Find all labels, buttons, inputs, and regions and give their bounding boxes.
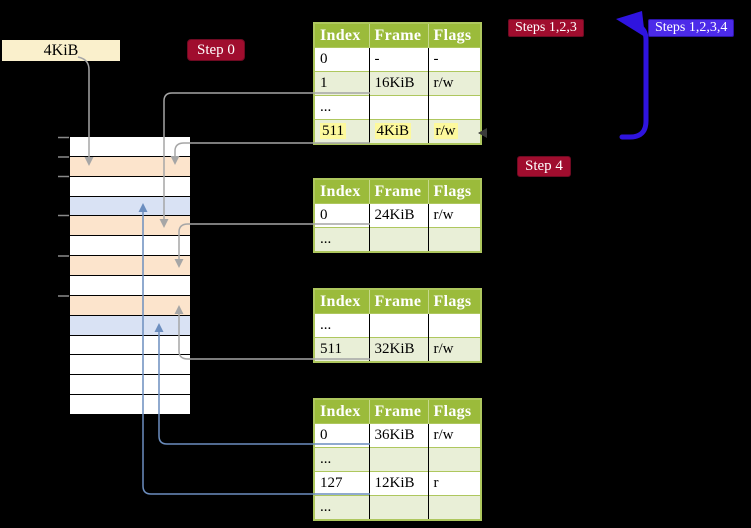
page-table-1: Index Frame Flags 0 - - 1 16KiB r/w ... … [313,22,482,145]
memory-row [70,375,190,396]
col-header-flags: Flags [427,289,481,314]
cell-flags: r/w [427,71,481,96]
cell-frame: 24KiB [368,203,428,228]
memory-row [70,196,190,217]
table-row: ... [314,313,481,338]
cell-index: 1 [314,71,369,96]
connector-pt1-row511-to-memory [170,142,370,165]
memory-row [70,176,190,197]
cell-index: 0 [314,423,369,448]
memory-column [70,137,190,415]
cell-flags: r/w [427,203,481,228]
table-row-highlighted: 511 4KiB r/w [314,119,481,144]
memory-row [70,156,190,177]
address-tick-marks [58,136,69,297]
step0-badge: Step 0 [187,39,245,61]
col-header-flags: Flags [427,23,481,48]
col-header-flags: Flags [427,179,481,204]
col-header-frame: Frame [368,179,428,204]
page-table-4: Index Frame Flags 0 36KiB r/w ... 127 12… [313,398,482,521]
memory-row [70,295,190,316]
memory-row [70,276,190,296]
cell-index: 511 [314,337,369,362]
cell-flags: r/w [427,423,481,448]
table-row: 511 32KiB r/w [314,337,481,362]
cell-frame [368,227,428,252]
table-header-row: Index Frame Flags [314,23,481,48]
cell-flags [427,447,481,472]
col-header-index: Index [314,179,369,204]
cell-index: ... [314,227,369,252]
cell-flags: r/w [427,337,481,362]
cell-index: ... [314,313,369,338]
col-header-index: Index [314,399,369,424]
table-row: ... [314,495,481,520]
table-header-row: Index Frame Flags [314,179,481,204]
memory-row [70,335,190,356]
table-row: 127 12KiB r [314,471,481,496]
cell-frame [368,495,428,520]
cell-flags: r/w [427,119,481,144]
col-header-frame: Frame [368,399,428,424]
table-header-row: Index Frame Flags [314,399,481,424]
col-header-index: Index [314,289,369,314]
memory-row [70,395,190,415]
steps123-badge: Steps 1,2,3 [508,19,584,37]
cell-index: ... [314,447,369,472]
frame-size-label: 4KiB [2,40,120,61]
cell-index: ... [314,495,369,520]
cell-flags [427,95,481,120]
step4-badge: Step 4 [517,156,571,177]
memory-row [70,236,190,257]
cell-flags [427,313,481,338]
col-header-frame: Frame [368,23,428,48]
cell-frame: 36KiB [368,423,428,448]
cell-flags [427,227,481,252]
cell-frame [368,313,428,338]
table-row: ... [314,227,481,252]
table-row: 0 24KiB r/w [314,203,481,228]
steps1234-badge: Steps 1,2,3,4 [648,19,735,37]
table-row: 0 - - [314,47,481,72]
table-row: 0 36KiB r/w [314,423,481,448]
cell-frame [368,95,428,120]
cell-index: 127 [314,471,369,496]
steps-flow-arrow [616,11,649,140]
memory-row [70,315,190,336]
cell-frame: 4KiB [368,119,428,144]
cell-index: ... [314,95,369,120]
cell-index: 0 [314,47,369,72]
cell-flags: - [427,47,481,72]
cell-index: 511 [314,119,369,144]
cell-flags [427,495,481,520]
page-table-3: Index Frame Flags ... 511 32KiB r/w [313,288,482,363]
cell-frame: - [368,47,428,72]
table-row: ... [314,447,481,472]
cell-flags: r [427,471,481,496]
memory-row [70,216,190,237]
col-header-flags: Flags [427,399,481,424]
cell-frame: 12KiB [368,471,428,496]
cell-frame: 32KiB [368,337,428,362]
col-header-frame: Frame [368,289,428,314]
memory-row [70,137,190,157]
memory-row [70,256,190,277]
cell-frame: 16KiB [368,71,428,96]
cell-frame [368,447,428,472]
arrow-up-left-icon [616,11,645,37]
memory-row [70,355,190,376]
col-header-index: Index [314,23,369,48]
page-table-2: Index Frame Flags 0 24KiB r/w ... [313,178,482,253]
table-header-row: Index Frame Flags [314,289,481,314]
cell-index: 0 [314,203,369,228]
table-row: ... [314,95,481,120]
table-row: 1 16KiB r/w [314,71,481,96]
